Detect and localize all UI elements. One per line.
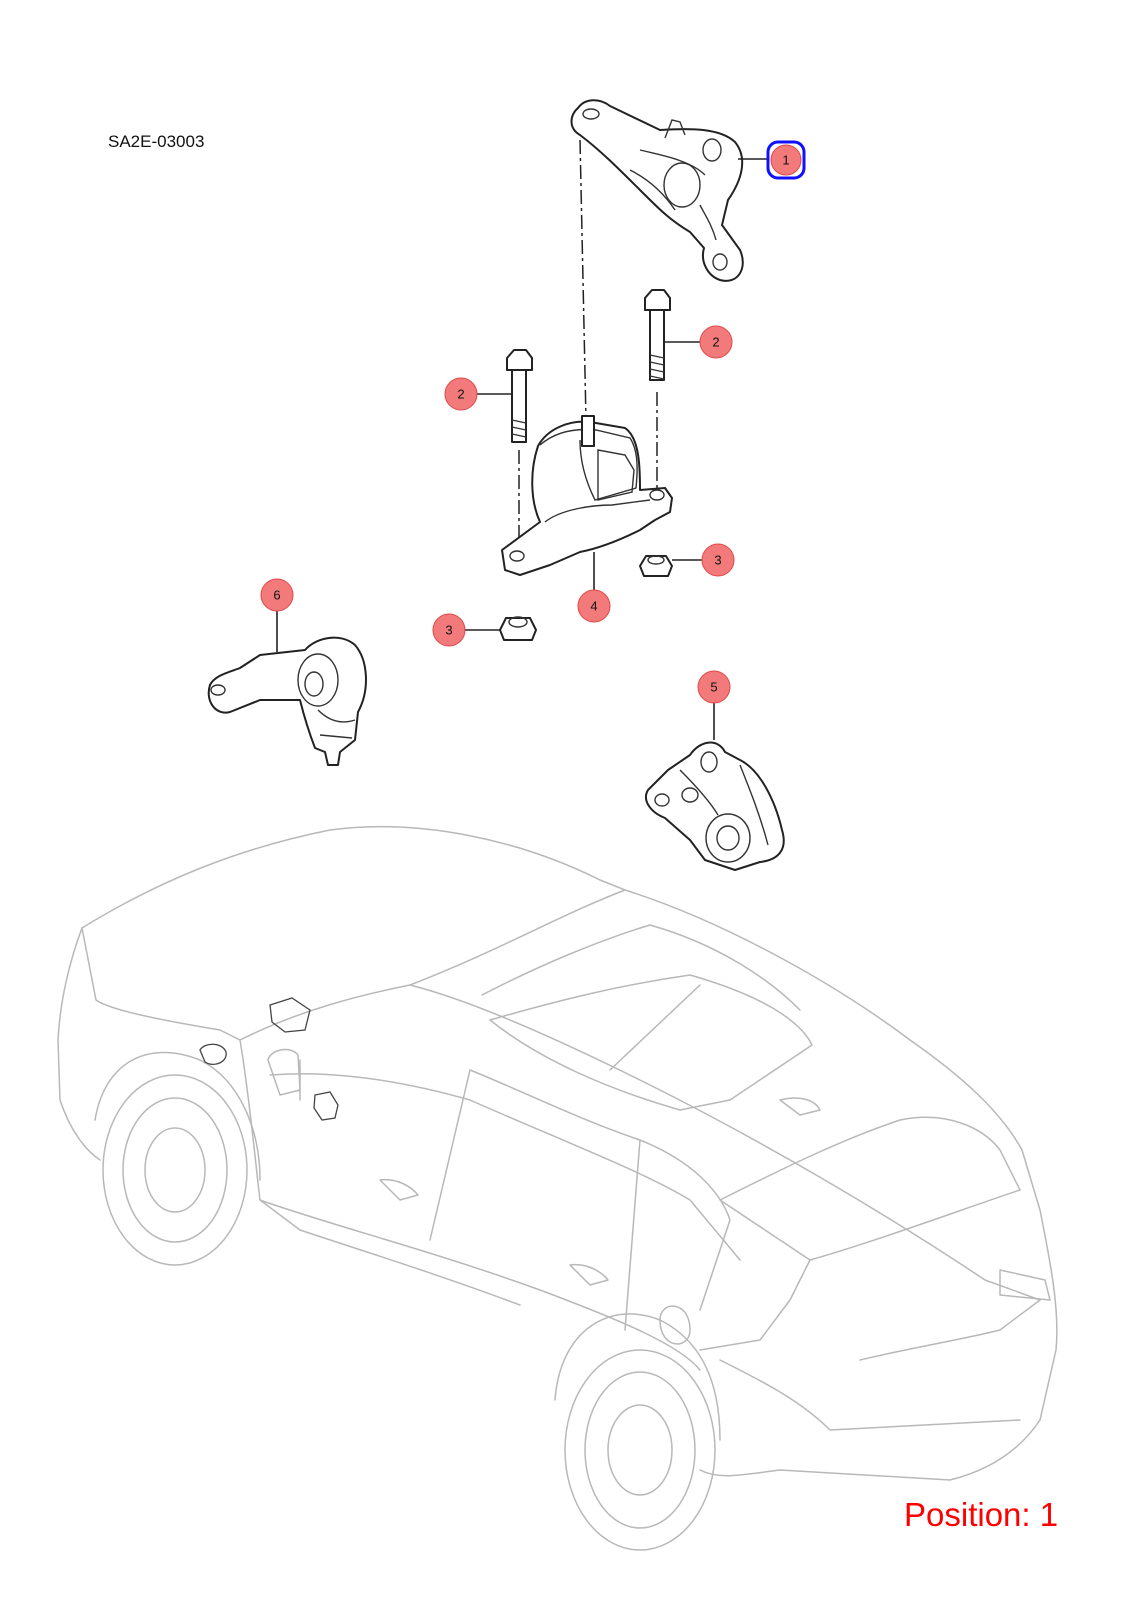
part-4-lower-mount bbox=[501, 415, 673, 576]
part-3-nut-left bbox=[499, 616, 537, 641]
callout-1-label: 1 bbox=[782, 153, 789, 168]
part-3-nut-right bbox=[639, 555, 673, 577]
callout-4[interactable]: 4 bbox=[577, 589, 611, 623]
callout-3a-label: 3 bbox=[714, 553, 721, 568]
part-6-left-mount bbox=[207, 636, 367, 766]
callout-2b-label: 2 bbox=[457, 387, 464, 402]
position-label: Position: 1 bbox=[904, 1496, 1059, 1533]
callout-3b[interactable]: 3 bbox=[432, 613, 466, 647]
callout-5-label: 5 bbox=[710, 680, 717, 695]
callout-2b[interactable]: 2 bbox=[444, 377, 478, 411]
vehicle-outline bbox=[57, 825, 1058, 1551]
callout-3a[interactable]: 3 bbox=[701, 543, 735, 577]
part-2-bolt-left bbox=[506, 349, 533, 443]
part-2-bolt-right bbox=[644, 289, 671, 381]
callout-4-label: 4 bbox=[590, 599, 597, 614]
callout-2a-label: 2 bbox=[712, 335, 719, 350]
callout-1[interactable]: 1 bbox=[766, 140, 806, 180]
diagram-code: SA2E-03003 bbox=[108, 132, 205, 151]
callout-2a[interactable]: 2 bbox=[699, 325, 733, 359]
part-5-right-mount bbox=[645, 741, 785, 871]
callout-5[interactable]: 5 bbox=[697, 670, 731, 704]
callout-6-label: 6 bbox=[273, 588, 280, 603]
part-1-upper-bracket bbox=[570, 99, 744, 282]
callout-3b-label: 3 bbox=[445, 623, 452, 638]
callout-6[interactable]: 6 bbox=[260, 578, 294, 612]
